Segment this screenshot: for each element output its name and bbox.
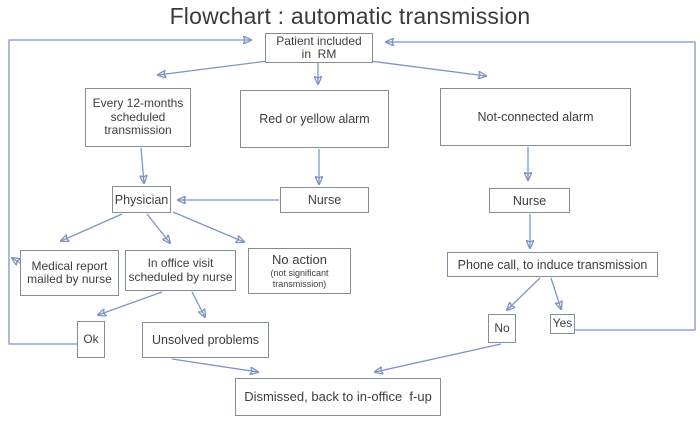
node-label: Dismissed, back to in-office f-up (244, 388, 432, 404)
node-medical-report-mailed-by-nurse: Medical report mailed by nurse (20, 250, 119, 296)
node-label: Every 12-months scheduled transmission (92, 96, 184, 138)
arrow-phonecall-to-no (507, 277, 541, 310)
arrow-physician-to-medreport (61, 213, 123, 241)
node-unsolved-problems: Unsolved problems (142, 322, 269, 358)
node-patient-included-in-rm: Patient included in RM (265, 33, 373, 63)
node-physician: Physician (112, 186, 171, 213)
page-title: Flowchart : automatic transmission (169, 3, 531, 29)
node-red-or-yellow-alarm: Red or yellow alarm (240, 90, 389, 148)
node-sublabel: (not significant transmission) (270, 268, 329, 289)
node-label: Red or yellow alarm (259, 112, 370, 126)
node-label: No action (272, 251, 327, 267)
node-no-action: No action (not significant transmission) (248, 248, 351, 294)
node-in-office-visit-scheduled-by-nurse: In office visit scheduled by nurse (125, 250, 236, 291)
node-label: Ok (83, 331, 99, 346)
node-label: Patient included in RM (276, 33, 362, 61)
arrow-every12-to-physician (141, 147, 144, 183)
node-not-connected-alarm: Not-connected alarm (440, 88, 631, 146)
arrow-patient-to-notconnected (369, 60, 486, 76)
node-dismissed-back-to-in-office-fup: Dismissed, back to in-office f-up (235, 378, 441, 416)
node-ok: Ok (77, 321, 105, 358)
node-label: No (494, 320, 510, 335)
node-nurse-middle: Nurse (280, 187, 369, 213)
arrow-unsolved-to-dismissed (171, 358, 258, 372)
arrow-physician-to-noaction (172, 211, 244, 242)
node-phone-call-induce-transmission: Phone call, to induce transmission (447, 252, 658, 277)
node-label: Phone call, to induce transmission (457, 257, 648, 272)
node-label: Medical report mailed by nurse (27, 258, 112, 286)
node-label: Unsolved problems (152, 333, 259, 347)
node-label: Nurse (307, 193, 342, 207)
node-label: Physician (114, 192, 169, 207)
arrow-yes-loop-to-patient (386, 42, 696, 331)
arrow-patient-to-every12 (158, 60, 269, 75)
node-label: Not-connected alarm (477, 110, 594, 124)
node-label: In office visit scheduled by nurse (128, 256, 233, 284)
node-label: Yes (552, 316, 573, 331)
arrow-no-to-dismissed (375, 343, 502, 372)
arrow-medreport-to-loop (12, 258, 20, 263)
arrow-inoffice-to-unsolved (191, 291, 205, 317)
arrow-phonecall-to-yes (550, 277, 561, 309)
node-no: No (488, 314, 516, 343)
node-every-12-months-scheduled-transmission: Every 12-months scheduled transmission (85, 88, 191, 147)
node-nurse-right: Nurse (489, 188, 570, 213)
node-label: Nurse (512, 193, 547, 208)
node-yes: Yes (550, 314, 575, 334)
arrow-physician-to-inoffice (146, 213, 170, 243)
